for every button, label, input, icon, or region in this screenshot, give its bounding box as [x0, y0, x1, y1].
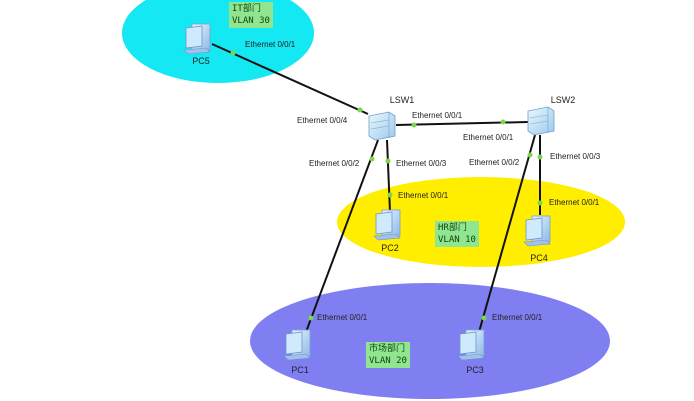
pc1-icon[interactable]	[283, 329, 311, 361]
market-zone-label: 市场部门 VLAN 20	[366, 342, 410, 368]
link-lsw1-pc2[interactable]	[386, 139, 391, 213]
port-label: Ethernet 0/0/2	[469, 158, 520, 167]
pc3-label: PC3	[466, 365, 484, 375]
link-lsw2-pc3[interactable]	[478, 134, 536, 333]
link-pc5-lsw1[interactable]	[211, 43, 369, 115]
pc3-icon[interactable]	[457, 329, 485, 361]
port-label: Ethernet 0/0/4	[297, 116, 348, 125]
port-label: Ethernet 0/0/2	[309, 159, 360, 168]
lsw2-switch-icon[interactable]	[527, 106, 555, 136]
zone-vlan: VLAN 30	[232, 16, 270, 26]
zone-name: HR部门	[438, 223, 467, 233]
hr-zone-label: HR部门 VLAN 10	[435, 221, 479, 247]
lsw1-switch-icon[interactable]	[368, 111, 396, 141]
pc4-label: PC4	[530, 253, 548, 263]
zone-vlan: VLAN 20	[369, 356, 407, 366]
port-label: Ethernet 0/0/1	[398, 191, 449, 200]
port-label: Ethernet 0/0/1	[549, 198, 600, 207]
market-zone	[250, 283, 610, 399]
pc2-label: PC2	[381, 243, 399, 253]
link-lsw1-lsw2[interactable]	[395, 121, 529, 126]
it-zone-label: IT部门 VLAN 30	[229, 2, 273, 28]
pc4-icon[interactable]	[523, 215, 551, 247]
port-label: Ethernet 0/0/1	[412, 111, 463, 120]
lsw2-label: LSW2	[550, 95, 576, 105]
hr-zone	[337, 177, 625, 267]
port-label: Ethernet 0/0/3	[550, 152, 601, 161]
link-lsw1-pc1[interactable]	[305, 139, 379, 333]
zone-vlan: VLAN 10	[438, 235, 476, 245]
port-label: Ethernet 0/0/3	[396, 159, 447, 168]
pc5-label: PC5	[192, 56, 210, 66]
port-label: Ethernet 0/0/1	[317, 313, 368, 322]
port-label: Ethernet 0/0/1	[463, 133, 514, 142]
zone-name: 市场部门	[369, 344, 406, 354]
links	[211, 43, 541, 333]
lsw1-label: LSW1	[389, 95, 415, 105]
pc2-icon[interactable]	[373, 209, 401, 241]
port-dots	[230, 50, 543, 321]
port-label: Ethernet 0/0/1	[492, 313, 543, 322]
pc5-icon[interactable]	[183, 23, 211, 55]
pc1-label: PC1	[291, 365, 309, 375]
zone-name: IT部门	[232, 4, 261, 14]
port-label: Ethernet 0/0/1	[245, 40, 296, 49]
